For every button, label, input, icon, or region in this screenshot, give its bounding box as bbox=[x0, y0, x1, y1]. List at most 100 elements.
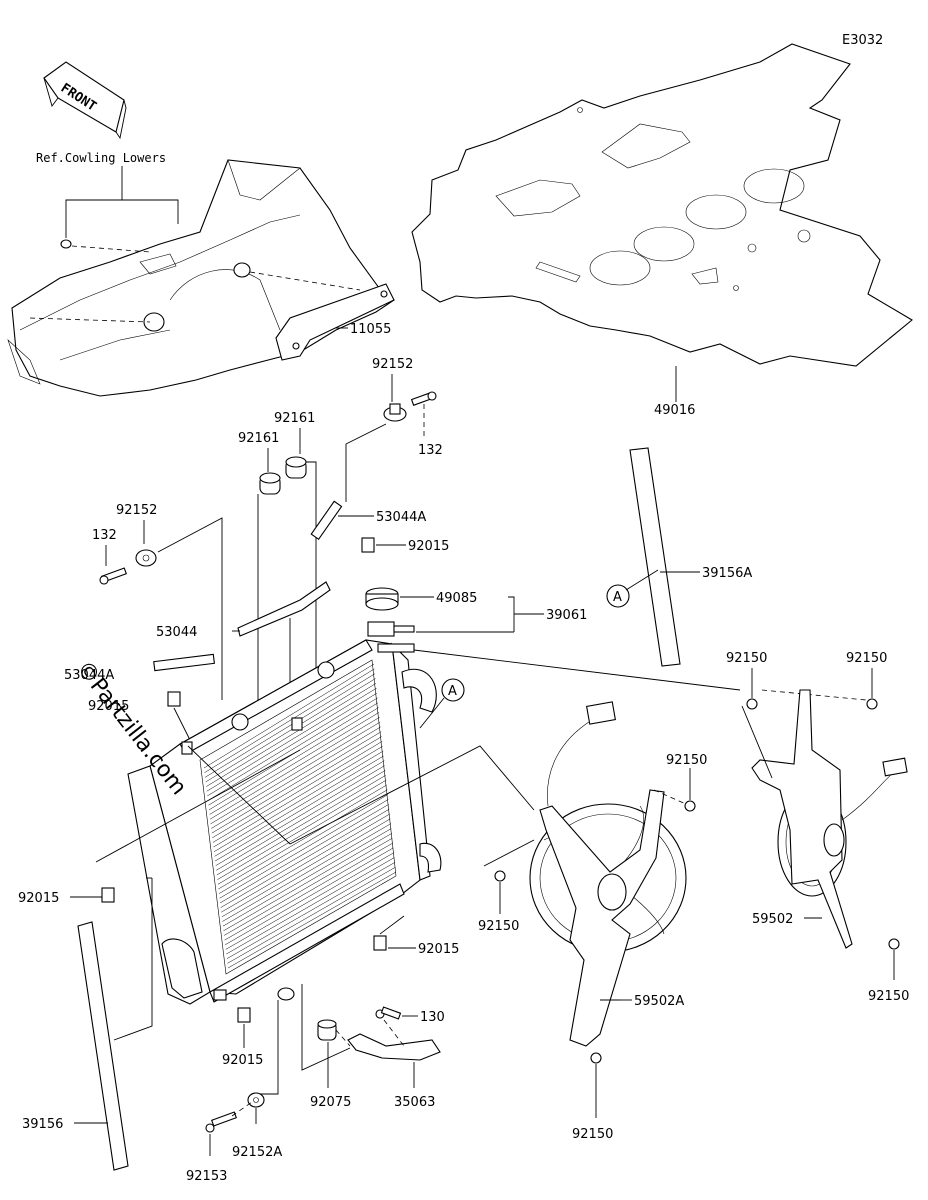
radiator-fin-line bbox=[223, 837, 393, 936]
radiator-fin-line bbox=[215, 760, 385, 862]
part-label-132-left: 132 bbox=[92, 528, 117, 543]
radiator-fin-line bbox=[222, 828, 392, 927]
cowling-shroud bbox=[7, 159, 395, 397]
radiator-core bbox=[127, 639, 442, 1005]
part-label-39061: 39061 bbox=[546, 608, 587, 623]
cooling-fan-59502 bbox=[751, 689, 908, 949]
part-label-92153: 92153 bbox=[186, 1169, 227, 1184]
callout-a-strip: A bbox=[613, 590, 622, 605]
clip-92015-left bbox=[167, 691, 181, 707]
radiator-fin-line bbox=[214, 755, 384, 857]
part-label-59502A: 59502A bbox=[634, 994, 684, 1009]
grommet-92152-left bbox=[135, 549, 157, 567]
radiator-fin-line bbox=[213, 750, 384, 852]
grommet-92152-top bbox=[383, 403, 407, 422]
part-label-132-top: 132 bbox=[418, 443, 443, 458]
clip-92015-bot bbox=[237, 1007, 251, 1023]
grommet-92075 bbox=[317, 1019, 337, 1041]
radiator-fin-line bbox=[204, 668, 375, 773]
grommet-92161-a bbox=[285, 456, 307, 479]
part-label-92150-mid: 92150 bbox=[666, 753, 707, 768]
bracket-11055 bbox=[275, 283, 395, 361]
part-label-92015-mid: 92015 bbox=[18, 891, 59, 906]
part-label-53044A-top: 53044A bbox=[376, 510, 426, 525]
part-label-92015-right: 92015 bbox=[418, 942, 459, 957]
radiator-fin-line bbox=[225, 852, 395, 950]
radiator-fin-line bbox=[211, 731, 382, 834]
radiator-fin-line bbox=[212, 741, 383, 843]
radiator-fin-line bbox=[206, 687, 377, 792]
callout-a-radiator: A bbox=[448, 684, 457, 699]
part-label-59502: 59502 bbox=[752, 912, 793, 927]
part-label-49016: 49016 bbox=[654, 403, 695, 418]
bolt-92153 bbox=[205, 1111, 238, 1133]
hose-53044 bbox=[237, 581, 331, 637]
part-label-92150-r1: 92150 bbox=[726, 651, 767, 666]
cooling-fan-59502A bbox=[529, 701, 687, 1047]
seal-strip-39156A bbox=[629, 447, 681, 667]
radiator-fin-line bbox=[207, 697, 378, 801]
part-label-92150-fanl: 92150 bbox=[478, 919, 519, 934]
clip-92015-top bbox=[361, 537, 375, 553]
radiator-fin-line bbox=[221, 813, 390, 913]
part-label-92150-r3: 92150 bbox=[868, 989, 909, 1004]
bolt-132-top bbox=[410, 391, 437, 406]
seal-strip-39156 bbox=[77, 921, 129, 1171]
part-label-49085: 49085 bbox=[436, 591, 477, 606]
hose-53044A-left bbox=[153, 653, 215, 672]
radiator-fin-line bbox=[224, 842, 394, 941]
radiator-fin-line bbox=[211, 726, 381, 829]
radiator-fin-line bbox=[215, 765, 385, 866]
radiator-fin-line bbox=[216, 770, 386, 871]
radiator-fin-line bbox=[226, 857, 395, 955]
radiator-fin-line bbox=[226, 862, 396, 959]
diagram-code: E3032 bbox=[842, 33, 883, 48]
part-label-92152-top: 92152 bbox=[372, 357, 413, 372]
bolt-132-left bbox=[99, 567, 128, 585]
radiator-fin-line bbox=[222, 823, 392, 922]
bracket-35063 bbox=[347, 1033, 441, 1061]
radiator-fin-line bbox=[219, 799, 389, 899]
part-label-53044: 53044 bbox=[156, 625, 197, 640]
bolt-130 bbox=[375, 1006, 402, 1020]
part-label-92150-bot: 92150 bbox=[572, 1127, 613, 1142]
part-label-53044A-left: 53044A bbox=[64, 668, 114, 683]
part-label-92152-left: 92152 bbox=[116, 503, 157, 518]
part-label-35063: 35063 bbox=[394, 1095, 435, 1110]
clip-92015-right bbox=[373, 935, 387, 951]
insulator-sheet-49016 bbox=[411, 43, 913, 367]
radiator-fin-line bbox=[216, 775, 386, 876]
radiator-fin-line bbox=[227, 871, 397, 969]
part-label-92152A: 92152A bbox=[232, 1145, 282, 1160]
radiator-cap-49085 bbox=[365, 587, 399, 611]
radiator-fin-line bbox=[213, 746, 383, 848]
radiator-fin-line bbox=[218, 794, 388, 894]
clip-92015-mid bbox=[101, 887, 115, 903]
part-label-39156: 39156 bbox=[22, 1117, 63, 1132]
radiator-fin-line bbox=[223, 833, 393, 932]
radiator-fin-line bbox=[204, 673, 376, 778]
part-label-11055: 11055 bbox=[350, 322, 391, 337]
radiator-fin-line bbox=[217, 779, 387, 880]
radiator-fin-line bbox=[205, 678, 376, 783]
radiator-fin-line bbox=[206, 683, 377, 787]
part-label-92015-left: 92015 bbox=[88, 699, 129, 714]
part-label-92161-b: 92161 bbox=[238, 431, 279, 446]
part-label-92075: 92075 bbox=[310, 1095, 351, 1110]
radiator-fin-line bbox=[210, 721, 381, 825]
grommet-92161-b bbox=[259, 472, 281, 495]
part-label-92015-bot: 92015 bbox=[222, 1053, 263, 1068]
radiator-fin-line bbox=[210, 716, 380, 820]
radiator-fin-line bbox=[220, 804, 389, 904]
part-label-39156A: 39156A bbox=[702, 566, 752, 581]
radiator-fin-line bbox=[212, 736, 382, 838]
front-arrow-icon: FRONT bbox=[43, 61, 127, 140]
grommet-92152A bbox=[247, 1092, 265, 1108]
radiator-fin-line bbox=[207, 692, 378, 797]
part-label-130: 130 bbox=[420, 1010, 445, 1025]
radiator-fin-line bbox=[225, 847, 394, 945]
radiator-fin-line bbox=[221, 818, 391, 918]
ref-note: Ref.Cowling Lowers bbox=[36, 151, 166, 165]
radiator-fin-line bbox=[220, 808, 390, 908]
part-label-92150-r2: 92150 bbox=[846, 651, 887, 666]
